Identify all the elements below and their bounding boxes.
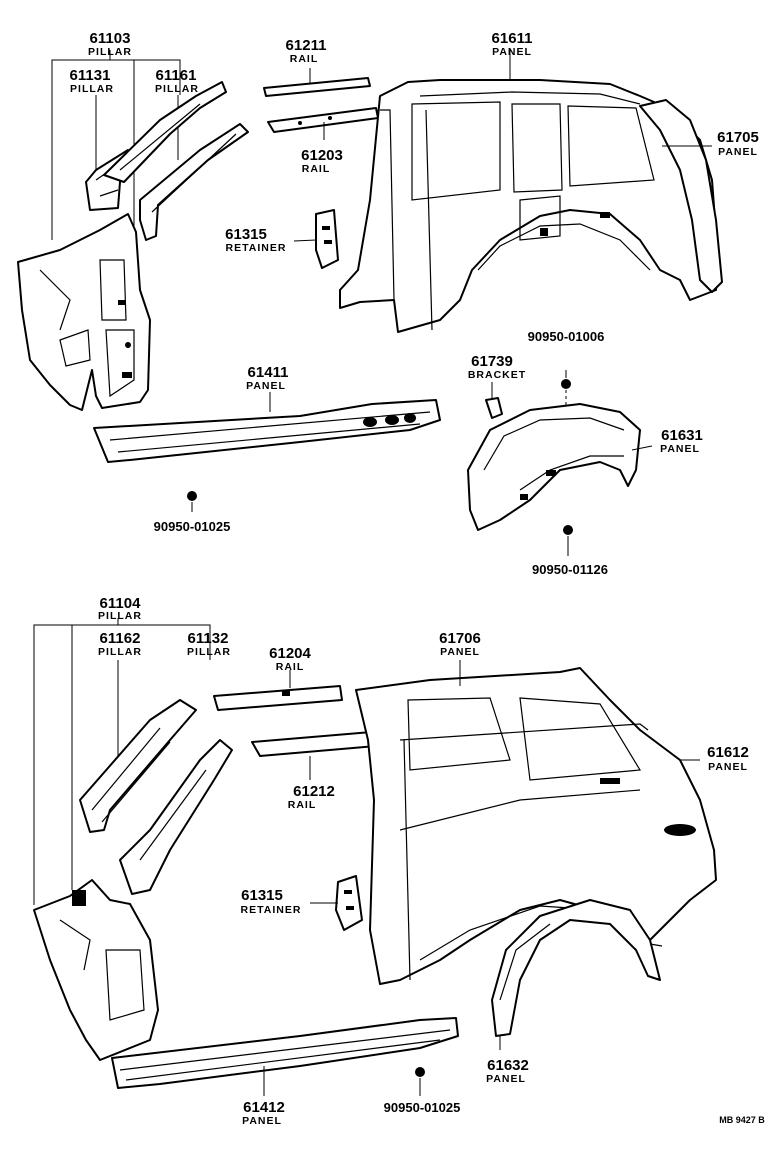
label-61315a-text: RETAINER xyxy=(226,242,287,254)
label-61204-text: RAIL xyxy=(276,661,305,673)
reference-code: MB 9427 B xyxy=(719,1115,765,1125)
label-61739-text: BRACKET xyxy=(468,369,526,381)
label-61131-num: 61131 xyxy=(70,67,111,84)
label-61161-num: 61161 xyxy=(156,67,197,84)
label-90950-01006: 90950-01006 xyxy=(528,329,605,344)
label-61411-num: 61411 xyxy=(248,364,289,381)
wheel-arch-61632-part xyxy=(491,899,661,1037)
label-61315a-num: 61315 xyxy=(225,226,267,243)
pillar-61161-part xyxy=(103,81,227,183)
label-61412-text: PANEL xyxy=(242,1115,282,1127)
label-61411-text: PANEL xyxy=(246,380,286,392)
label-61612-num: 61612 xyxy=(707,744,749,761)
pillar-61162-part xyxy=(79,699,197,833)
label-61212-text: RAIL xyxy=(288,799,317,811)
label-61739-num: 61739 xyxy=(471,353,513,370)
label-61211-num: 61211 xyxy=(286,37,327,54)
bolt-90950-01025-top xyxy=(187,491,197,501)
label-61212-num: 61212 xyxy=(293,783,335,800)
nut-90950-01006 xyxy=(561,379,571,389)
label-61632-text: PANEL xyxy=(486,1073,526,1085)
label-61204-num: 61204 xyxy=(269,645,311,662)
label-61211-text: RAIL xyxy=(290,53,319,65)
label-61104-num: 61104 xyxy=(100,595,142,612)
label-61631-num: 61631 xyxy=(661,427,703,444)
label-61315b-num: 61315 xyxy=(241,887,283,904)
label-90950-01025-top: 90950-01025 xyxy=(154,519,231,534)
label-61611-text: PANEL xyxy=(492,46,532,58)
quarter-panel-61611-part xyxy=(339,79,719,333)
label-61162-num: 61162 xyxy=(100,630,141,647)
pillar-61132-part xyxy=(119,739,233,895)
label-61705-num: 61705 xyxy=(717,129,759,146)
rail-61211-part xyxy=(263,77,371,97)
label-61132-text: PILLAR xyxy=(187,646,231,658)
label-61131-text: PILLAR xyxy=(70,83,114,95)
back-panel-61705-part xyxy=(639,99,723,293)
label-61412-num: 61412 xyxy=(243,1099,285,1116)
label-61203-num: 61203 xyxy=(301,147,343,164)
label-61104-text: PILLAR xyxy=(98,610,142,622)
rail-61204-part xyxy=(213,685,343,711)
label-61103-num: 61103 xyxy=(90,30,131,47)
label-61706-text: PANEL xyxy=(440,646,480,658)
label-61611-num: 61611 xyxy=(492,30,533,47)
label-61132-num: 61132 xyxy=(188,630,229,647)
pillar-61104-body xyxy=(33,879,159,1061)
label-61315b-text: RETAINER xyxy=(241,904,302,916)
rail-61203-part xyxy=(267,107,379,133)
bolt-90950-01025-bottom xyxy=(415,1067,425,1077)
rocker-panel-61412-part xyxy=(111,1017,459,1089)
label-90950-01126: 90950-01126 xyxy=(532,562,608,577)
label-61706-num: 61706 xyxy=(439,630,481,647)
label-61161-text: PILLAR xyxy=(155,83,199,95)
label-61631-text: PANEL xyxy=(660,443,700,455)
label-61103-text: PILLAR xyxy=(88,46,132,58)
retainer-61315-top xyxy=(315,209,339,269)
label-61612-text: PANEL xyxy=(708,761,748,773)
label-61162-text: PILLAR xyxy=(98,646,142,658)
pillar-61103-body xyxy=(17,213,151,411)
nut-90950-01126 xyxy=(563,525,573,535)
labels: 61103 PILLAR 61131 PILLAR 61161 PILLAR 6… xyxy=(70,30,766,1127)
bracket-61739-part xyxy=(485,397,503,419)
label-61203-text: RAIL xyxy=(302,163,331,175)
label-61705-text: PANEL xyxy=(718,146,758,158)
wheel-house-61631-part xyxy=(467,403,641,531)
label-61632-num: 61632 xyxy=(487,1057,529,1074)
label-90950-01025-bottom: 90950-01025 xyxy=(384,1100,461,1115)
rocker-panel-61411-part xyxy=(93,399,441,463)
retainer-61315-bottom xyxy=(335,875,363,931)
